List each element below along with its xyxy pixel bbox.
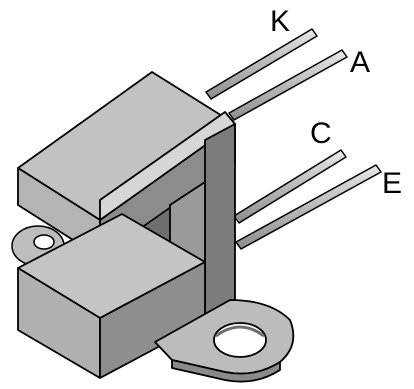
lower-block	[17, 213, 206, 379]
mounting-hole	[213, 322, 267, 358]
right-mounting-tab	[154, 299, 295, 383]
pin-e-lead	[235, 164, 382, 250]
pin-label-a: A	[350, 46, 370, 79]
pin-a-lead	[228, 49, 348, 121]
pin-label-k: K	[270, 5, 290, 38]
pin-c-lead	[233, 149, 347, 224]
pin-label-e: E	[382, 167, 402, 200]
pin-labels: K A C E	[270, 5, 402, 200]
pin-k-lead	[205, 28, 318, 100]
pin-label-c: C	[310, 117, 332, 150]
pins	[205, 28, 382, 250]
